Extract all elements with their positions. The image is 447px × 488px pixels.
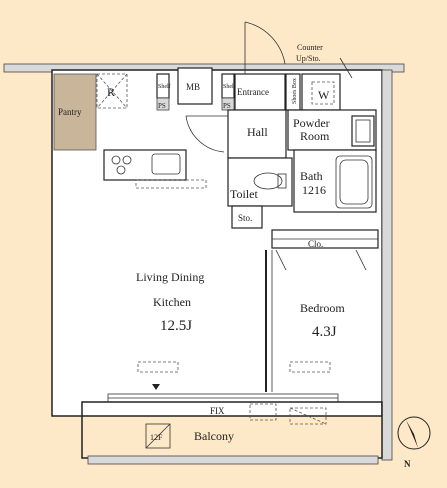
ac-unit-ldk [137, 361, 179, 373]
stove-burner-3 [116, 165, 126, 175]
pantry-room [53, 73, 97, 151]
fix-label: FIX [210, 406, 225, 416]
refrigerator-label: R [107, 85, 115, 99]
entrance-label: Entrance [237, 87, 269, 97]
entrance-door-swing [244, 21, 286, 74]
toilet-label: Toilet [230, 187, 258, 201]
ldk-size: 12.5J [160, 318, 192, 334]
ldk-label-1: Living Dining [136, 270, 204, 284]
toilet-bowl [253, 172, 283, 190]
powder-room-label-1: Powder [293, 116, 330, 130]
stove-burner-1 [111, 155, 121, 165]
powder-room-label-2: Room [300, 129, 330, 143]
compass [397, 416, 431, 450]
toilet-room [227, 157, 293, 207]
shelf-right-label: Shelf [223, 83, 236, 90]
up-sto-label: Up/Sto. [296, 54, 321, 63]
shelf-left-label: Shelf [158, 83, 171, 90]
entry-marker [152, 384, 160, 390]
hall-label: Hall [247, 125, 268, 139]
counter-label: Counter [297, 43, 323, 52]
ldk-label-2: Kitchen [153, 295, 191, 309]
hall-door-swing [185, 115, 228, 153]
mb-label: MB [186, 82, 200, 92]
floor-label: 12F [150, 433, 163, 442]
powder-sink [351, 115, 375, 147]
fix-window [249, 403, 277, 421]
north-arrow-icon [406, 420, 418, 448]
ps-right-label: PS [223, 102, 231, 110]
shoes-box-label: Shoes Box [292, 78, 298, 104]
bathtub [335, 155, 373, 209]
storage-label: Sto. [238, 213, 252, 223]
north-label: N [404, 459, 411, 469]
entrance-area [234, 73, 286, 111]
bath-label: Bath [300, 169, 323, 183]
floor-badge [145, 423, 171, 449]
washer-label: W [318, 88, 330, 102]
hall-area [227, 109, 287, 159]
stove-burner-2 [122, 155, 132, 165]
balcony-label: Balcony [194, 429, 234, 443]
right-exterior-strip [381, 69, 393, 461]
kitchen-sink [151, 153, 181, 175]
outdoor-unit [289, 407, 327, 425]
closet-label: Clo. [308, 239, 323, 249]
bath-size: 1216 [302, 183, 326, 197]
storage-room [231, 205, 263, 229]
mb-box [177, 67, 213, 105]
refrigerator-space [96, 73, 128, 109]
ps-left-label: PS [158, 102, 166, 110]
bedroom-size: 4.3J [312, 324, 337, 340]
pantry-label: Pantry [58, 107, 82, 117]
bedroom-label: Bedroom [300, 301, 345, 315]
kitchen-counter [103, 149, 187, 181]
ps-left [156, 97, 170, 111]
ac-unit-bedroom [289, 361, 331, 373]
